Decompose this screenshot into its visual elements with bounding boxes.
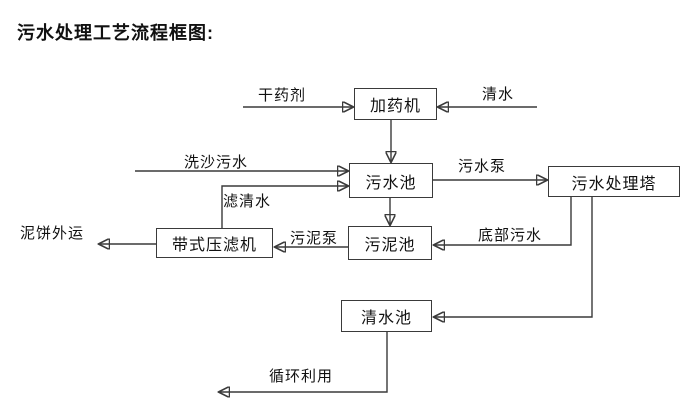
node-sewage-pool: 污水池	[349, 163, 433, 198]
flow-label-sand-washing-sewage: 洗沙污水	[183, 154, 248, 171]
edge-bottom-sewage-tower-to-sludge-pool	[435, 197, 572, 245]
edge-tower-to-clean-water-pool	[435, 197, 593, 317]
flow-label-recycling-use: 循环利用	[268, 368, 333, 385]
flow-label-sewage-pump: 污水泵	[457, 158, 506, 175]
flow-label-mud-cake-outbound: 泥饼外运	[19, 225, 84, 242]
flow-label-bottom-sewage: 底部污水	[477, 227, 542, 244]
flow-label-filtered-clean-water: 滤清水	[222, 193, 271, 210]
node-sewage-treatment-tower: 污水处理塔	[548, 166, 680, 197]
edge-filtered-water-press-to-sewage-pool	[221, 186, 347, 228]
node-sludge-pool: 污泥池	[348, 226, 432, 260]
flow-label-sludge-pump: 污泥泵	[289, 230, 338, 247]
node-clean-water-pool: 清水池	[341, 300, 432, 332]
node-dosing-machine: 加药机	[354, 88, 437, 120]
flow-label-clean-water: 清水	[481, 86, 514, 103]
edge-clean-water-pool-to-recycling	[220, 332, 388, 392]
flow-label-dry-agent: 干药剂	[257, 87, 306, 104]
diagram-title: 污水处理工艺流程框图:	[17, 23, 214, 43]
node-belt-filter-press: 带式压滤机	[156, 228, 273, 258]
